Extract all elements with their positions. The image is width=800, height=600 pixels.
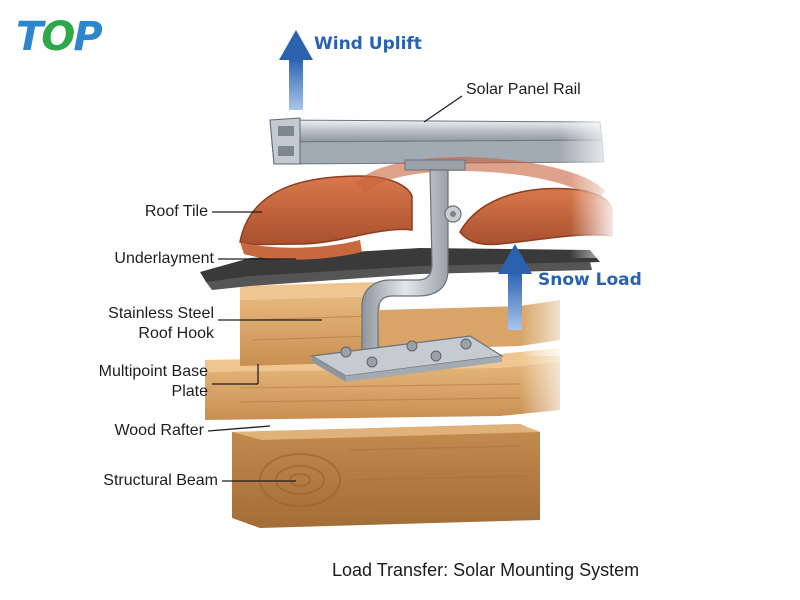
base-plate-label-line1: Multipoint Base [98, 363, 208, 380]
roof-tiles [239, 157, 620, 260]
structural-beam [232, 424, 540, 528]
roof-hook-label-line1: Stainless Steel [108, 305, 214, 322]
base-plate-label-line2: Plate [171, 383, 208, 400]
logo-letter-o: O [41, 14, 75, 60]
brand-logo: TOP [16, 12, 103, 62]
solar-panel-rail [269, 117, 620, 168]
leader-rail [423, 95, 463, 123]
wind-uplift-arrow [279, 30, 313, 110]
underlayment-label: Underlayment [114, 250, 214, 267]
snow-load-arrow [498, 244, 532, 330]
roof-hook-label-line2: Roof Hook [138, 325, 214, 342]
leader-rafter [207, 425, 271, 432]
roof-tile-label: Roof Tile [144, 203, 208, 220]
leader-lines [207, 95, 463, 482]
logo-letter-p: P [73, 14, 102, 60]
structural-beam-label: Structural Beam [103, 472, 218, 489]
snow-load-label: Snow Load [538, 270, 642, 290]
wind-uplift-label: Wind Uplift [314, 34, 422, 54]
multipoint-base-plate [310, 335, 504, 382]
solar-panel-rail-label: Solar Panel Rail [466, 81, 581, 98]
logo-letter-t: T [16, 14, 43, 60]
wood-rafter-label: Wood Rafter [114, 422, 204, 439]
diagram-caption: Load Transfer: Solar Mounting System [332, 560, 640, 580]
